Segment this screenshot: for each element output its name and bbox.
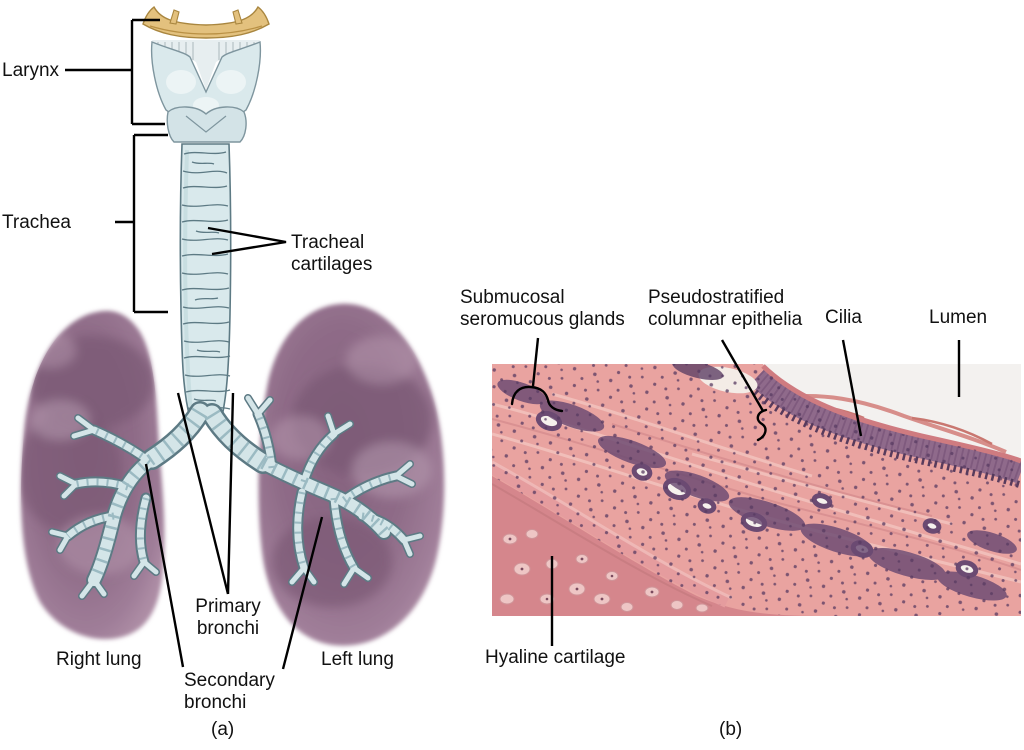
left-lung-label: Left lung (321, 649, 394, 670)
hyaline-cartilage-region (492, 476, 827, 616)
right-lung-label: Right lung (56, 649, 142, 670)
panel-b-caption: (b) (719, 719, 743, 740)
pseudostratified-label: Pseudostratified columnar epithelia (648, 287, 803, 330)
trachea-label: Trachea (2, 212, 71, 233)
hyoid-bone (142, 5, 270, 39)
cilia-leader (841, 339, 863, 437)
primary-bronchi-label: Primary bronchi (195, 596, 261, 639)
panel-a-caption: (a) (211, 719, 235, 740)
larynx-label: Larynx (2, 60, 60, 81)
primary-bronchi-leader (176, 392, 235, 595)
trachea-bracket (115, 133, 168, 314)
submucosal-glands-label: Submucosal seromucous glands (460, 287, 625, 330)
secondary-bronchi-label: Secondary bronchi (184, 670, 275, 713)
tracheal-ring-lines (181, 151, 231, 410)
pseudostratified-brace (756, 408, 768, 442)
larynx-bracket (65, 18, 165, 126)
micrograph-image (492, 364, 1021, 616)
submucosal-glands-leader (531, 337, 540, 387)
larynx-illustration (142, 5, 270, 143)
trachea-illustration (179, 143, 232, 422)
secondary-bronchi-leader (144, 463, 324, 670)
tracheal-cartilages-label: Tracheal cartilages (291, 232, 373, 275)
lumen-label: Lumen (929, 307, 988, 328)
hyaline-cartilage-label: Hyaline cartilage (485, 647, 626, 668)
submucosal-glands-brace (510, 385, 564, 413)
tracheal-cartilages-leader (207, 226, 287, 256)
cilia-label: Cilia (825, 307, 862, 328)
pseudostratified-leader (720, 339, 765, 412)
bronchial-tree (48, 394, 424, 600)
